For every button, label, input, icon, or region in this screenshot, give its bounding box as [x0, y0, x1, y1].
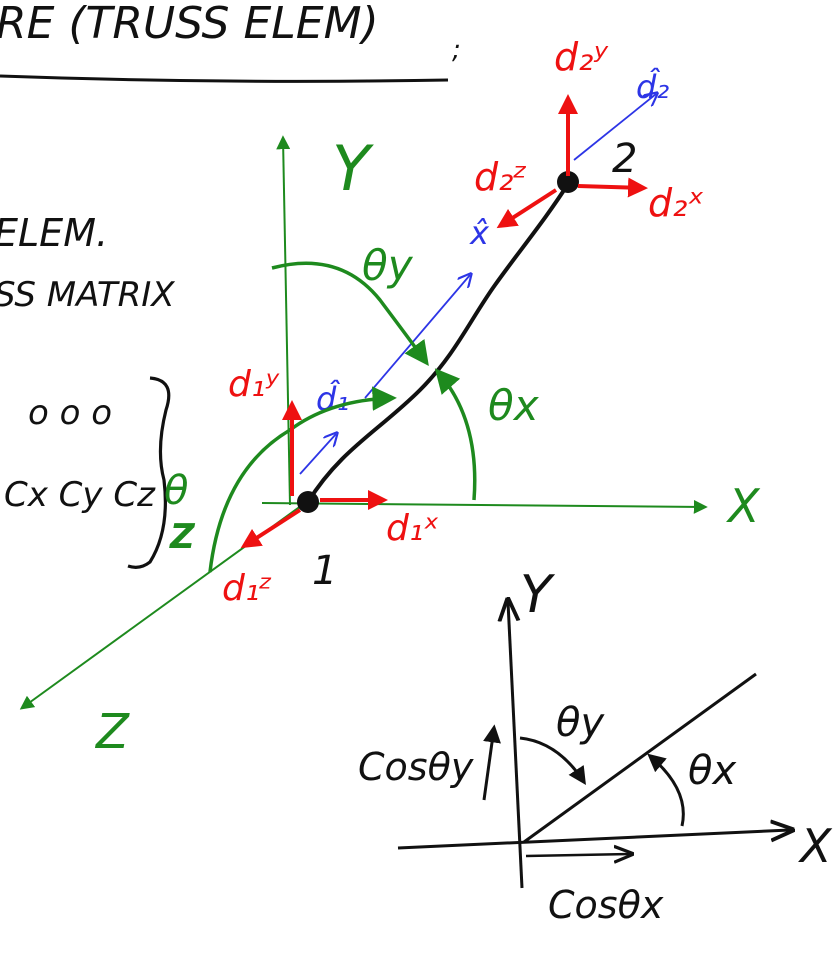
local-axis: d̂₁ d̂₂ x̂: [299, 68, 669, 475]
degrees-of-freedom: d₁ʸ d₁ˣ d₁ᶻ d₂ʸ d₂ˣ d₂ᶻ: [222, 35, 704, 609]
node-1-label: 1: [312, 548, 337, 594]
d2-hat-label: d̂₂: [636, 68, 669, 106]
theta-y-arc: [271, 261, 429, 366]
cos-theta-x-arrow: [525, 854, 630, 856]
d1x-label: d₁ˣ: [386, 508, 439, 549]
theta-y-label: θy: [362, 241, 414, 290]
d2y-label: d₂ʸ: [554, 35, 609, 79]
note-matrix: SS MATRIX: [0, 275, 175, 315]
theta-z-note: Z: [169, 517, 196, 557]
header-underline: [0, 74, 449, 83]
header: RE (TRUSS ELEM) ;: [0, 0, 461, 83]
global-axes: Y X Z: [19, 132, 761, 760]
left-notes: ELEM. SS MATRIX o o o Cx Cy Cz θ Z: [0, 211, 196, 569]
node-2-label: 2: [612, 136, 637, 182]
matrix-row-1: o o o: [28, 393, 112, 433]
cos-theta-y-label: Cosθy: [358, 745, 474, 789]
header-colon: ;: [452, 35, 461, 65]
axis-y-label: Y: [332, 132, 374, 205]
y-axis-line: [276, 135, 291, 506]
small-theta-y-label: θy: [556, 700, 605, 746]
small-diagram: Y X θy θx Cosθy Cosθx: [358, 565, 833, 927]
small-theta-x-arc: [647, 753, 685, 827]
theta-z-arc: [208, 386, 397, 573]
cos-theta-y-arrow: [482, 724, 501, 801]
local-x-arrow: [364, 275, 470, 399]
node-2-dot: [557, 171, 579, 193]
d2z-label: d₂ᶻ: [474, 155, 527, 199]
small-theta-y-arc: [519, 736, 586, 786]
x-axis-line: [261, 499, 708, 514]
cos-theta-x-label: Cosθx: [548, 883, 664, 927]
matrix-row-2: Cx Cy Cz: [4, 475, 156, 515]
theta-x-arc: [434, 368, 477, 501]
d1y-label: d₁ʸ: [228, 364, 280, 405]
d1z-arrow: [240, 508, 302, 549]
node-1-dot: [297, 491, 319, 513]
angle-arcs: θy θx: [208, 241, 540, 573]
small-y-axis: [508, 602, 524, 889]
header-title: RE (TRUSS ELEM): [0, 0, 379, 49]
theta-x-label: θx: [488, 381, 540, 430]
small-axis-x-label: X: [798, 819, 833, 873]
d1z-label: d₁ᶻ: [222, 568, 272, 609]
d2-hat-arrow: [573, 94, 656, 161]
small-x-axis: [397, 830, 790, 850]
small-theta-x-label: θx: [688, 748, 736, 794]
small-member-line: [523, 672, 757, 844]
note-elem: ELEM.: [0, 211, 108, 255]
d2x-arrow: [577, 177, 648, 198]
d2x-label: d₂ˣ: [648, 181, 704, 225]
local-x-hat-label: x̂: [469, 214, 490, 252]
truss-member: [306, 182, 570, 504]
theta-note: θ: [164, 468, 188, 514]
small-axis-y-label: Y: [520, 565, 556, 625]
d2z-arrow: [496, 188, 558, 229]
truss-element: 1 2: [297, 136, 637, 594]
matrix-bracket: [127, 376, 171, 569]
axis-z-label: Z: [94, 704, 130, 760]
d1-hat-arrow: [299, 434, 336, 475]
axis-x-label: X: [726, 479, 761, 533]
